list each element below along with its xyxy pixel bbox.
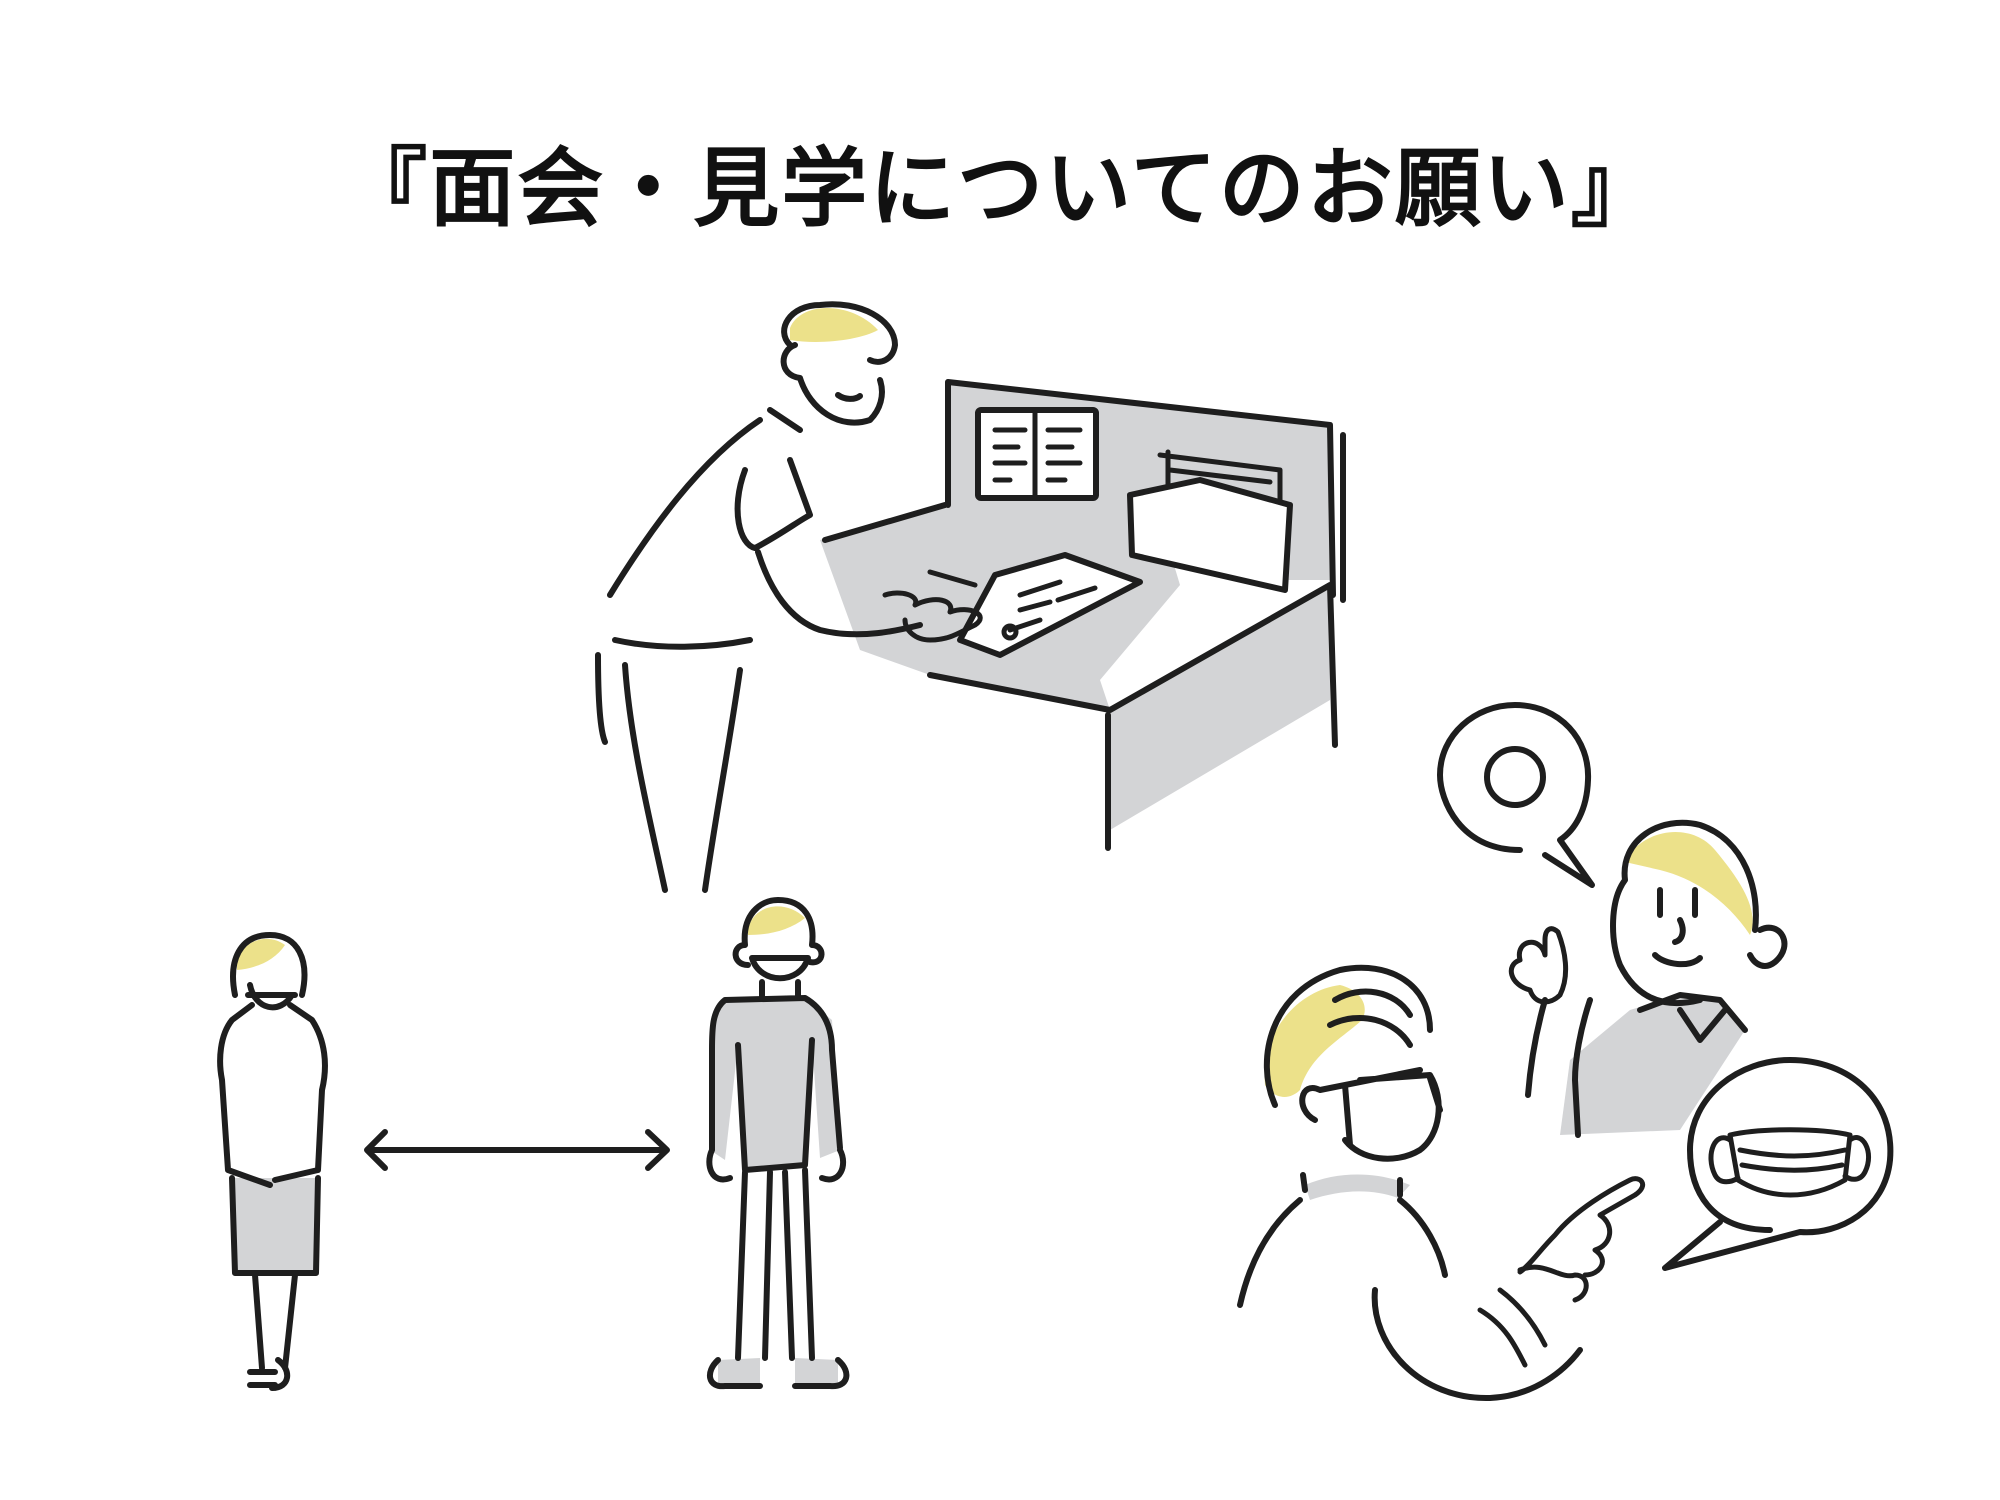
man-figure: [706, 897, 850, 1390]
desk-front-fill: [1110, 585, 1330, 830]
speech-bubble-left: [1437, 702, 1595, 888]
mask-icon: [1708, 1127, 1872, 1198]
left-man-body: [1237, 1172, 1583, 1402]
reception-scene: [595, 301, 1346, 893]
sheet-lines: [1007, 579, 1098, 633]
right-man-body: [1525, 992, 1748, 1138]
raised-finger-hand: [1508, 926, 1569, 1005]
desk-top-edge: [822, 502, 1338, 851]
hair-accent-5: [1264, 985, 1365, 1097]
conversation-scene: [1237, 702, 1894, 1402]
right-man-head: [1610, 819, 1788, 1007]
speech-bubble-right: [1662, 1057, 1894, 1271]
desk-partition: [945, 379, 1346, 603]
hair-accent-3: [748, 906, 805, 935]
hair-accent-2: [237, 938, 285, 970]
notice-text: [992, 409, 1083, 498]
magnifier-icon: [1484, 746, 1546, 808]
sheet-pen-dot: [1001, 623, 1019, 641]
pointing-hand: [1477, 1176, 1646, 1368]
reception-person-body: [595, 407, 923, 893]
page-title: 『面会・見学についてのお願い』: [341, 139, 1659, 239]
left-man-shirt-fill: [1305, 1174, 1410, 1200]
woman-figure: [217, 932, 328, 1391]
hair-accent-1: [790, 308, 878, 342]
document-tray: [1127, 477, 1293, 593]
hair-accent-4: [1625, 832, 1753, 935]
woman-skirt-fill: [232, 1178, 318, 1273]
tray-papers: [1157, 449, 1283, 503]
left-man-head: [1263, 964, 1443, 1162]
reception-person-head: [780, 301, 898, 426]
reception-hand: [882, 569, 983, 643]
distance-scene: [217, 897, 850, 1391]
double-arrow-icon: [364, 1129, 670, 1171]
man-sweater-fill: [710, 998, 840, 1170]
right-man-shirt-fill: [1560, 995, 1745, 1135]
man-shoes-fill: [718, 1358, 838, 1385]
